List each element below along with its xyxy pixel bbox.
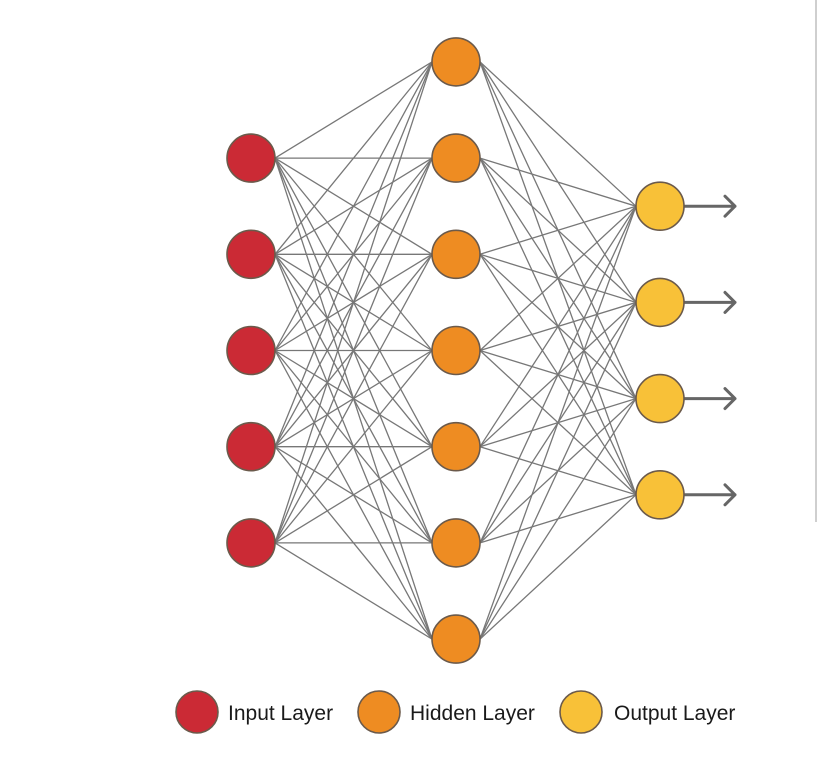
hidden-node-6 [431, 518, 481, 568]
edge-input-3-to-hidden-1 [274, 61, 433, 351]
edge-hidden-3-to-output-1 [479, 205, 637, 255]
output-arrow-icon-2 [682, 290, 737, 314]
hidden-node-1 [431, 37, 481, 87]
edge-hidden-7-to-output-2 [479, 302, 637, 640]
output-node-2 [635, 277, 685, 328]
legend-item-input: Input Layer [175, 690, 333, 734]
edge-hidden-5-to-output-1 [479, 205, 637, 448]
edge-hidden-6-to-output-1 [479, 205, 637, 544]
edge-hidden-4-to-output-1 [479, 205, 637, 351]
input-node-1 [226, 133, 276, 183]
output-node-1 [635, 181, 685, 231]
edge-input-1-to-hidden-1 [274, 61, 433, 159]
edge-input-5-to-hidden-1 [274, 61, 433, 544]
hidden-node-7 [431, 614, 481, 664]
edge-hidden-1-to-output-1 [479, 61, 637, 207]
output-arrow-icon-3 [682, 387, 737, 411]
output-node-4 [635, 469, 685, 520]
legend-label-output: Output Layer [614, 702, 735, 725]
right-divider-line [815, 0, 817, 522]
edge-input-5-to-hidden-7 [274, 542, 433, 640]
legend-item-hidden: Hidden Layer [357, 690, 535, 734]
edge-input-5-to-hidden-5 [274, 446, 433, 544]
legend-label-input: Input Layer [228, 702, 333, 725]
legend-swatch-input [175, 690, 219, 734]
edge-input-5-to-hidden-3 [274, 253, 433, 544]
edge-hidden-7-to-output-3 [479, 398, 637, 640]
hidden-node-4 [431, 325, 481, 376]
input-node-4 [226, 421, 276, 472]
hidden-node-3 [431, 229, 481, 280]
legend-swatch-hidden [357, 690, 401, 734]
legend-label-hidden: Hidden Layer [410, 702, 535, 725]
output-node-3 [635, 373, 685, 424]
edge-input-5-to-hidden-2 [274, 157, 433, 544]
hidden-node-2 [431, 133, 481, 183]
output-arrows-group [682, 194, 737, 507]
input-node-2 [226, 229, 276, 280]
input-node-5 [226, 518, 276, 568]
input-node-3 [226, 325, 276, 376]
connections-group [274, 61, 637, 640]
nodes-group [226, 37, 685, 664]
edge-hidden-7-to-output-4 [479, 494, 637, 640]
edge-hidden-2-to-output-1 [479, 157, 637, 207]
edge-input-4-to-hidden-1 [274, 61, 433, 447]
edge-hidden-7-to-output-1 [479, 205, 637, 640]
output-arrow-icon-1 [682, 194, 737, 218]
edge-input-5-to-hidden-4 [274, 350, 433, 544]
hidden-node-5 [431, 421, 481, 472]
legend-swatch-output [559, 690, 603, 734]
legend-item-output: Output Layer [559, 690, 735, 734]
edge-input-2-to-hidden-1 [274, 61, 433, 255]
legend: Input Layer Hidden Layer Output Layer [175, 690, 735, 734]
output-arrow-icon-4 [682, 483, 737, 507]
